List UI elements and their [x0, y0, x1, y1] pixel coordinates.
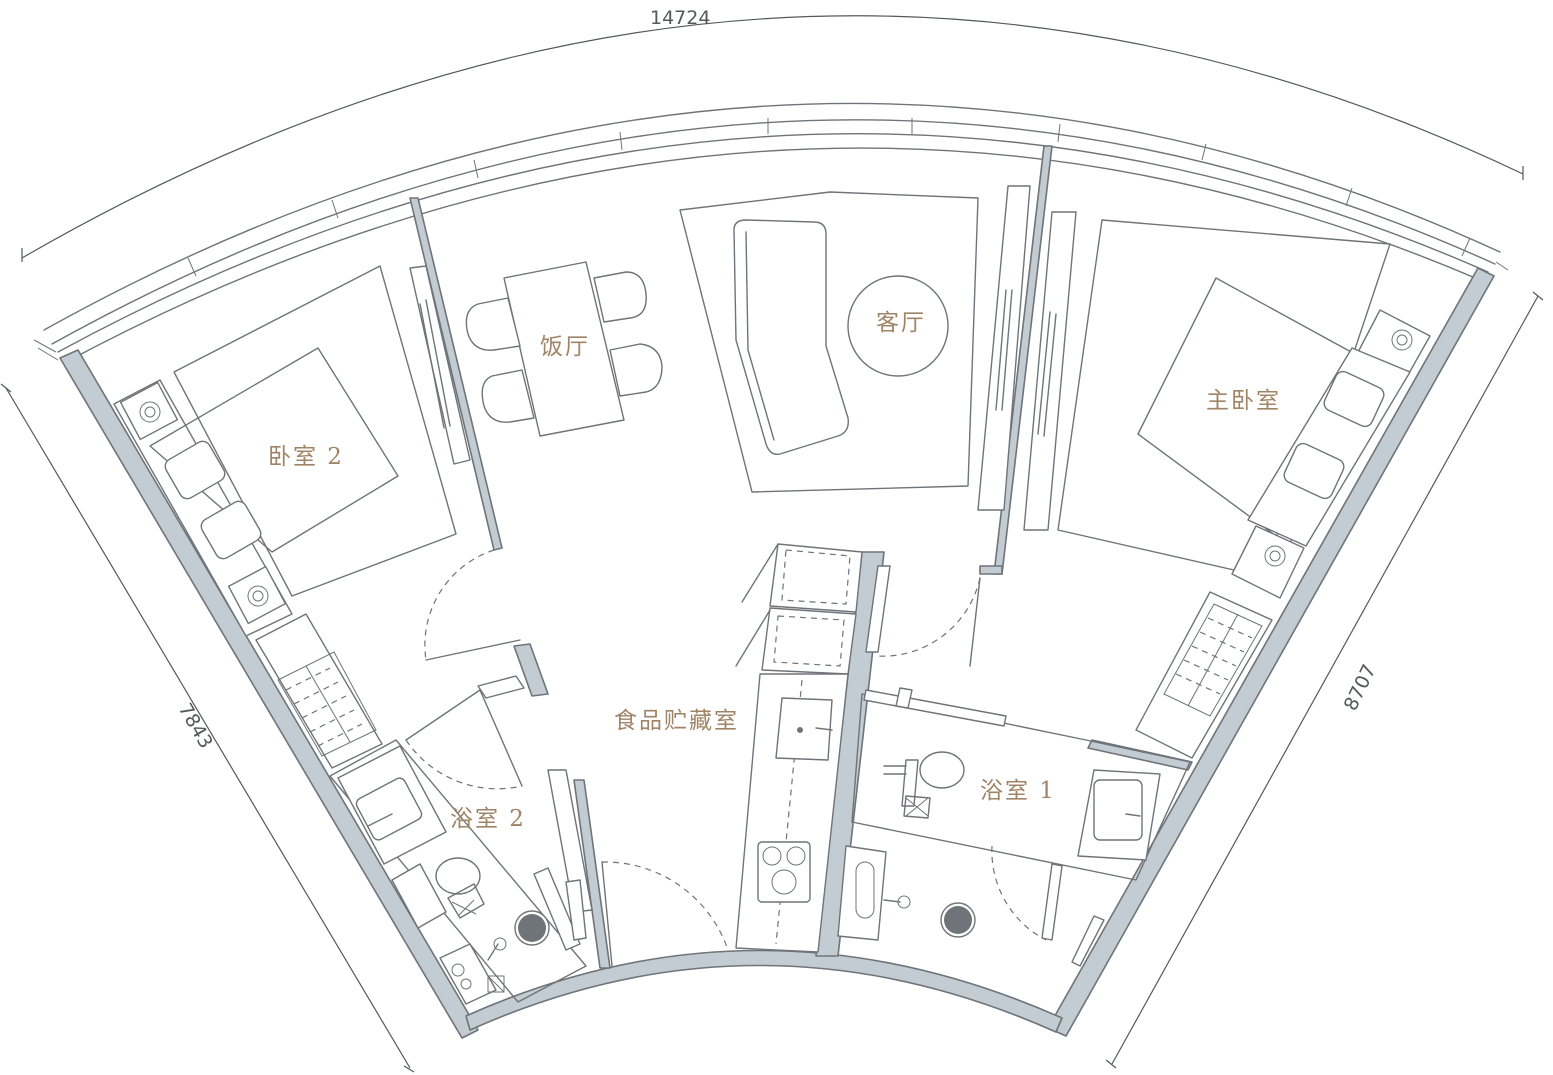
dimension-lines	[0, 15, 1544, 1073]
room-label-master-bedroom: 主卧室	[1206, 388, 1281, 414]
living-area	[679, 185, 1031, 511]
room-label-dining: 饭厅	[540, 334, 590, 360]
dimension-right: 8707	[1340, 661, 1381, 714]
master-bedroom	[1023, 211, 1431, 759]
room-label-bedroom-2: 卧室 2	[268, 444, 344, 470]
facade-railing	[33, 102, 1509, 363]
pantry-kitchen	[735, 543, 891, 953]
room-label-bathroom-2: 浴室 2	[450, 806, 526, 832]
bathroom-1	[837, 687, 1191, 967]
bathroom-2	[329, 675, 593, 1005]
room-labels: 饭厅 客厅 卧室 2 主卧室 食品贮藏室 浴室 1 浴室 2	[268, 310, 1281, 832]
door-swings	[405, 549, 1047, 967]
closet-hangers-left	[285, 667, 363, 747]
closet-hangers-right	[1175, 617, 1253, 695]
dimension-top: 14724	[650, 7, 710, 29]
room-label-pantry: 食品贮藏室	[614, 708, 739, 734]
room-label-bathroom-1: 浴室 1	[980, 778, 1056, 804]
dimension-left: 7843	[174, 700, 217, 753]
dining-area	[409, 261, 663, 465]
walls	[59, 145, 1495, 1039]
room-label-living: 客厅	[876, 310, 926, 336]
bedroom-2	[113, 265, 457, 769]
